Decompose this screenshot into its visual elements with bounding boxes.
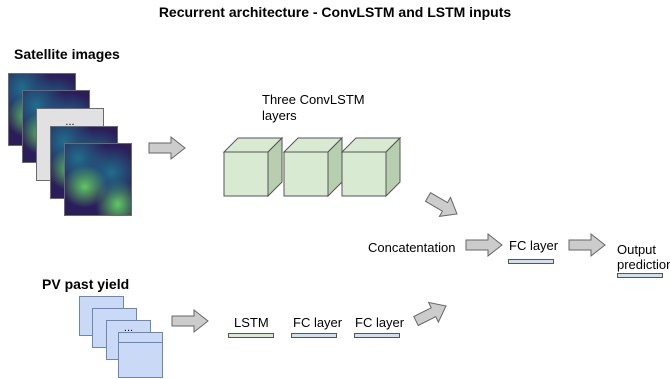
pv-data-card	[118, 342, 163, 378]
arrow-fc-to-concat	[413, 301, 447, 327]
fc-layer-1-bar	[291, 333, 337, 338]
arrow-fc-to-output	[568, 232, 606, 258]
diagram-title: Recurrent architecture - ConvLSTM and LS…	[158, 4, 512, 20]
concatenation-label: Concatentation	[368, 240, 456, 255]
satellite-image-frame	[64, 143, 132, 216]
cube-side-face	[267, 136, 283, 198]
arrow-satellite-to-convlstm	[148, 135, 186, 161]
output-label-line2: prediction	[617, 257, 670, 272]
lstm-label: LSTM	[234, 315, 269, 330]
convlstm-label-line1: Three ConvLSTM	[262, 92, 365, 107]
cube-front-face	[223, 151, 269, 197]
fc-layer-2-label: FC layer	[355, 315, 405, 330]
satellite-images-label: Satellite images	[14, 46, 120, 62]
cube-front-face	[341, 151, 387, 197]
arrow-concat-to-fc	[465, 232, 503, 258]
convlstm-layer-cube	[222, 136, 284, 198]
pv-past-yield-label: PV past yield	[42, 276, 130, 292]
convlstm-layer-cube	[340, 136, 402, 198]
convlstm-label-line2: layers	[262, 108, 297, 123]
fc-layer-merge-bar	[508, 259, 554, 264]
pv-ellipsis: ...	[123, 322, 134, 334]
lstm-layer-bar	[228, 333, 274, 338]
convlstm-layer-cube	[282, 136, 344, 198]
arrow-convlstm-to-concat	[424, 192, 458, 218]
fc-layer-2-bar	[354, 333, 400, 338]
cube-side-face	[385, 136, 401, 198]
cube-front-face	[283, 151, 329, 197]
arrow-pv-to-lstm	[171, 308, 209, 334]
satellite-ellipsis: ...	[65, 116, 75, 128]
fc-layer-merge-label: FC layer	[509, 238, 559, 253]
fc-layer-1-label: FC layer	[293, 315, 343, 330]
output-label-line1: Output	[617, 242, 657, 257]
output-prediction-bar	[617, 273, 663, 278]
